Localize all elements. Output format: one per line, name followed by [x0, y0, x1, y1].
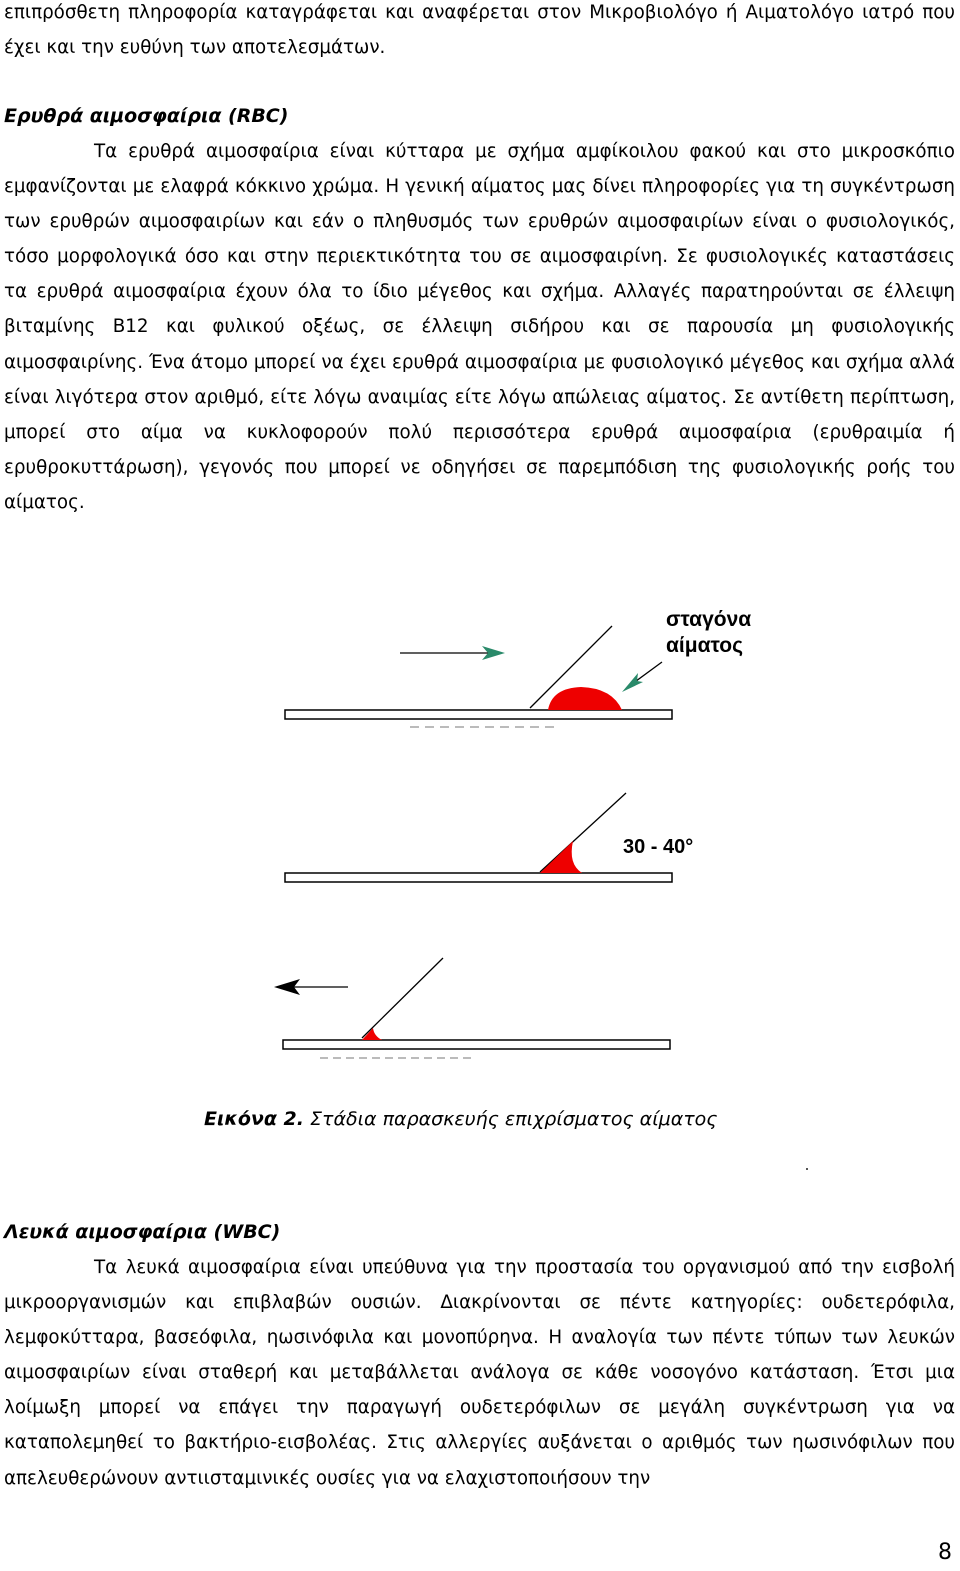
caption-number: Εικόνα 2.: [204, 1108, 304, 1130]
angle-label: 30 - 40°: [623, 836, 693, 858]
arrow-head-3: [274, 979, 300, 995]
arrow-head-1: [482, 646, 505, 660]
smear-stages-diagram: σταγόνα αίματος 30 - 40°: [274, 608, 751, 1059]
stage-2: 30 - 40°: [284, 792, 693, 883]
stage-3: [274, 957, 671, 1059]
wbc-heading: Λευκά αιμοσφαίρια (WBC): [4, 1221, 281, 1243]
slide-2: [284, 872, 673, 883]
caption-text: Στάδια παρασκευής επιχρίσματος αίματος: [303, 1108, 718, 1130]
intro-paragraph: επιπρόσθετη πληροφορία καταγράφεται και …: [4, 2, 955, 59]
slide-1: [284, 709, 673, 720]
spreader-slide-1: [529, 625, 613, 709]
spreader-slide-2: [539, 792, 627, 873]
stray-dot: [806, 1168, 808, 1170]
smeared-blood: [362, 1028, 382, 1040]
page-number: 8: [938, 1540, 952, 1565]
slide-3: [282, 1039, 671, 1050]
pointer-head: [622, 673, 643, 692]
spreader-slide-3: [361, 957, 444, 1039]
rbc-paragraph: Τα ερυθρά αιμοσφαίρια είναι κύτταρα με σ…: [4, 141, 955, 513]
rbc-heading: Ερυθρά αιμοσφαίρια (RBC): [4, 105, 289, 127]
spreading-blood: [540, 841, 582, 873]
drop-label-line2: αίματος: [666, 634, 743, 657]
figure-caption: Εικόνα 2. Στάδια παρασκευής επιχρίσματος…: [204, 1105, 717, 1133]
blood-drop: [548, 687, 622, 710]
wbc-paragraph: Τα λευκά αιμοσφαίρια είναι υπεύθυνα για …: [4, 1257, 955, 1489]
drop-label-line1: σταγόνα: [666, 608, 751, 631]
blood-smear-figure: σταγόνα αίματος 30 - 40°: [0, 560, 960, 1080]
stage-1: σταγόνα αίματος: [284, 608, 751, 728]
